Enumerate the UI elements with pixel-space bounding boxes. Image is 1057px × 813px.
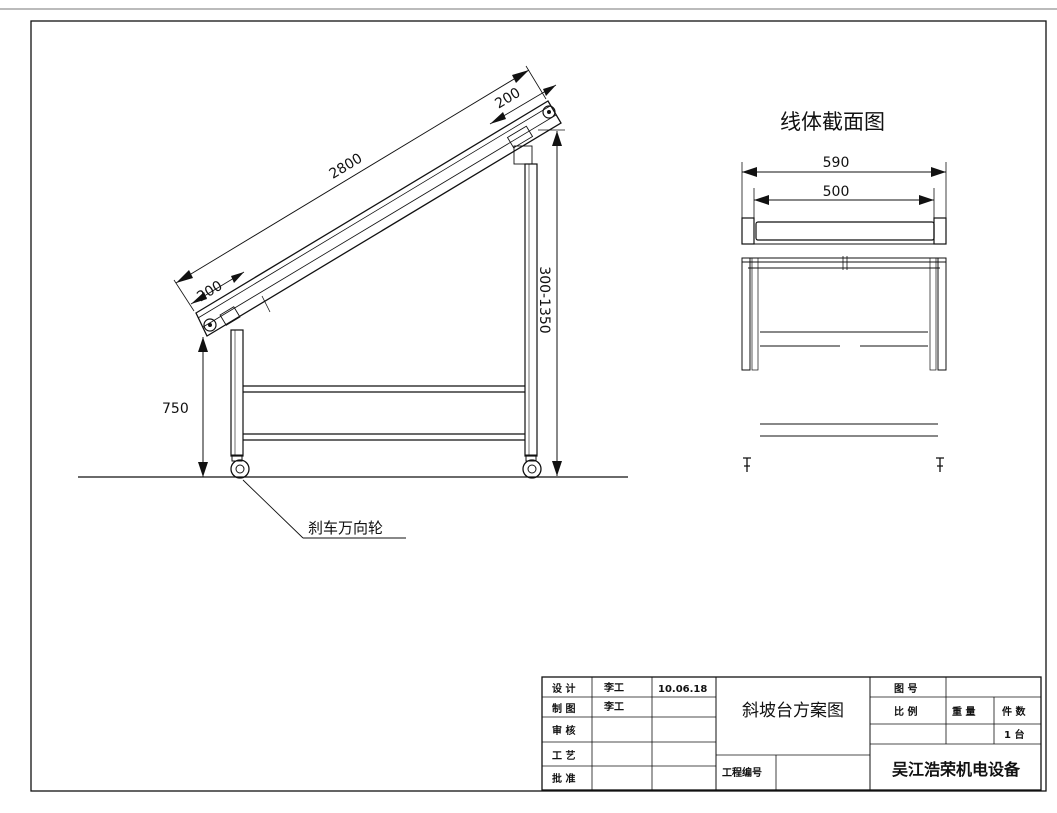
section-frame [741,217,947,472]
tb-drawing-name: 斜坡台方案图 [742,701,844,721]
conveyor-frame [195,100,562,337]
tb-name-1: 李工 [603,681,624,694]
right-caster [522,454,542,479]
tb-drawing-no-label: 图 号 [894,683,917,695]
dim-2800-label: 2800 [327,151,366,183]
dim-590-label: 590 [823,155,850,171]
tb-project-no-label: 工程编号 [722,766,762,779]
dim-500-label: 500 [823,184,850,200]
drawing-border [30,20,1047,792]
tb-role-2: 制 图 [552,702,575,715]
right-foot [936,457,944,472]
right-leg [524,163,538,457]
dim-750: 750 [162,337,208,477]
dim-200-top: 200 [489,84,557,125]
caster-callout: 刹车万向轮 [242,479,406,539]
dim-500: 500 [753,184,935,222]
tb-role-4: 工 艺 [552,749,575,762]
top-roller [542,105,556,119]
dim-590: 590 [741,155,947,242]
bottom-roller [203,318,217,332]
tb-qty-value: 1 台 [1004,728,1024,741]
tb-company: 吴江浩荣机电设备 [892,760,1021,779]
side-view: 2800 200 200 750 3 [78,65,628,539]
tb-qty-label: 件 数 [1002,705,1026,718]
tb-role-5: 批 准 [552,772,575,785]
left-foot [743,457,751,472]
tb-scale-label: 比 例 [894,705,917,718]
caster-callout-label: 刹车万向轮 [308,519,383,537]
left-leg [230,329,244,457]
tb-role-3: 审 核 [552,724,575,737]
dim-750-label: 750 [162,401,189,417]
section-title: 线体截面图 [780,110,885,134]
dim-300-1350-label: 300-1350 [536,266,552,333]
title-block: 设 计 李工 10.06.18 制 图 李工 审 核 工 艺 批 准 斜坡台方案… [541,676,1042,791]
section-view: 线体截面图 590 500 [741,110,947,472]
tb-weight-label: 重 量 [952,705,975,718]
dim-200-bottom-label: 200 [194,278,225,305]
tb-date-1: 10.06.18 [658,684,707,695]
dim-300-1350: 300-1350 [536,129,565,478]
cross-braces [243,385,525,441]
tb-role-1: 设 计 [552,682,575,695]
tb-name-2: 李工 [603,700,624,713]
dim-2800: 2800 [173,65,547,312]
left-caster [230,454,250,479]
